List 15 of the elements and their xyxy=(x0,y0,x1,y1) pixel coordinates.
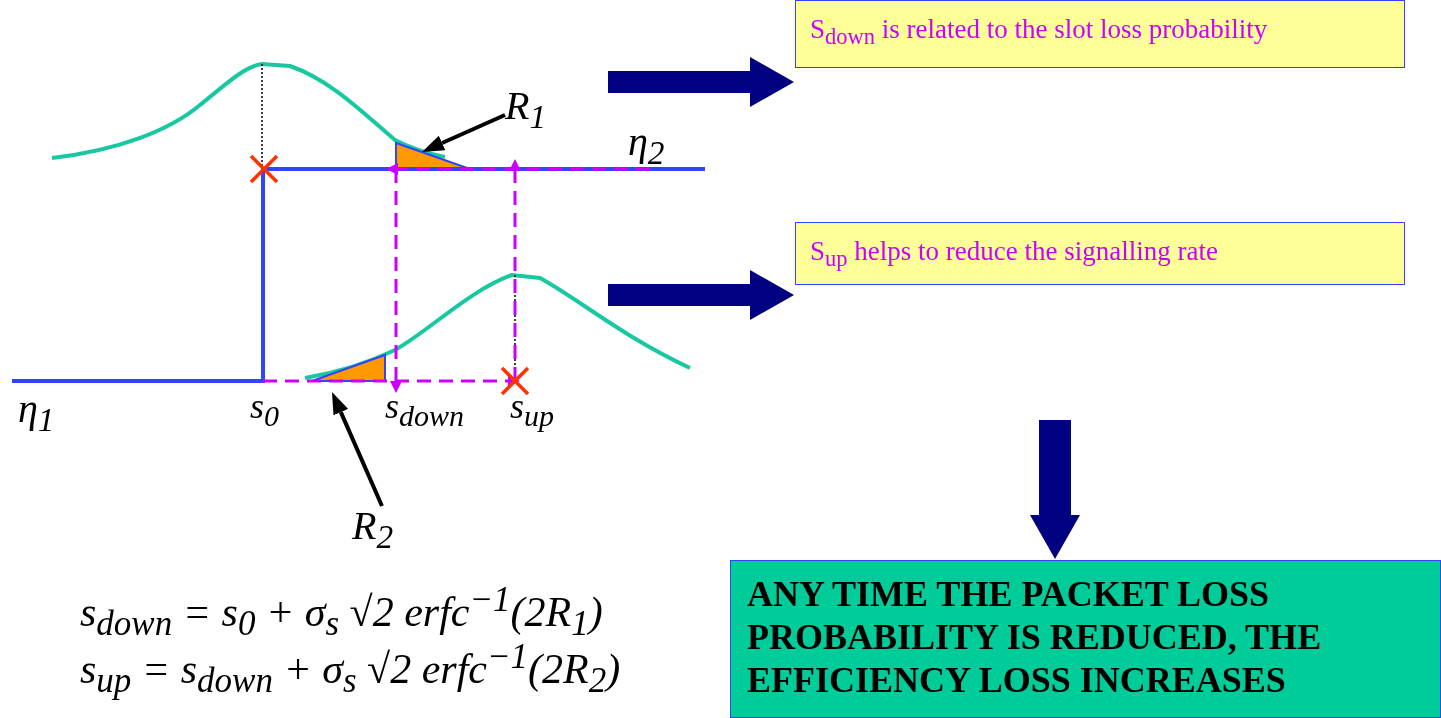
note-box: S$_{up}$ helps to reduce the signalling rate xyxy=(795,222,1405,286)
block-arrow xyxy=(608,57,794,107)
axis-level-label: η$_{2}$ xyxy=(628,118,665,172)
threshold-label: s$_{up}$ xyxy=(510,385,554,434)
threshold-label: s$_{down}$ xyxy=(385,385,465,434)
region-label: R$_{2}$ xyxy=(352,502,412,557)
leader-line xyxy=(332,392,384,507)
block-arrow xyxy=(608,270,794,320)
threshold-label: s$_{0}$ xyxy=(250,385,279,434)
leader-line xyxy=(422,113,506,152)
block-arrow xyxy=(1030,420,1080,559)
conclusion-box: ANY TIME THE PACKET LOSS PROBABILITY IS REDUCED, THE EFFICIENCY LOSS INCREASES xyxy=(730,560,1441,718)
region-label: R$_{1}$ xyxy=(505,82,565,137)
axis-level-label: η$_{1}$ xyxy=(18,385,55,439)
note-box: S$_{down}$ is related to the slot loss probability xyxy=(795,0,1405,68)
